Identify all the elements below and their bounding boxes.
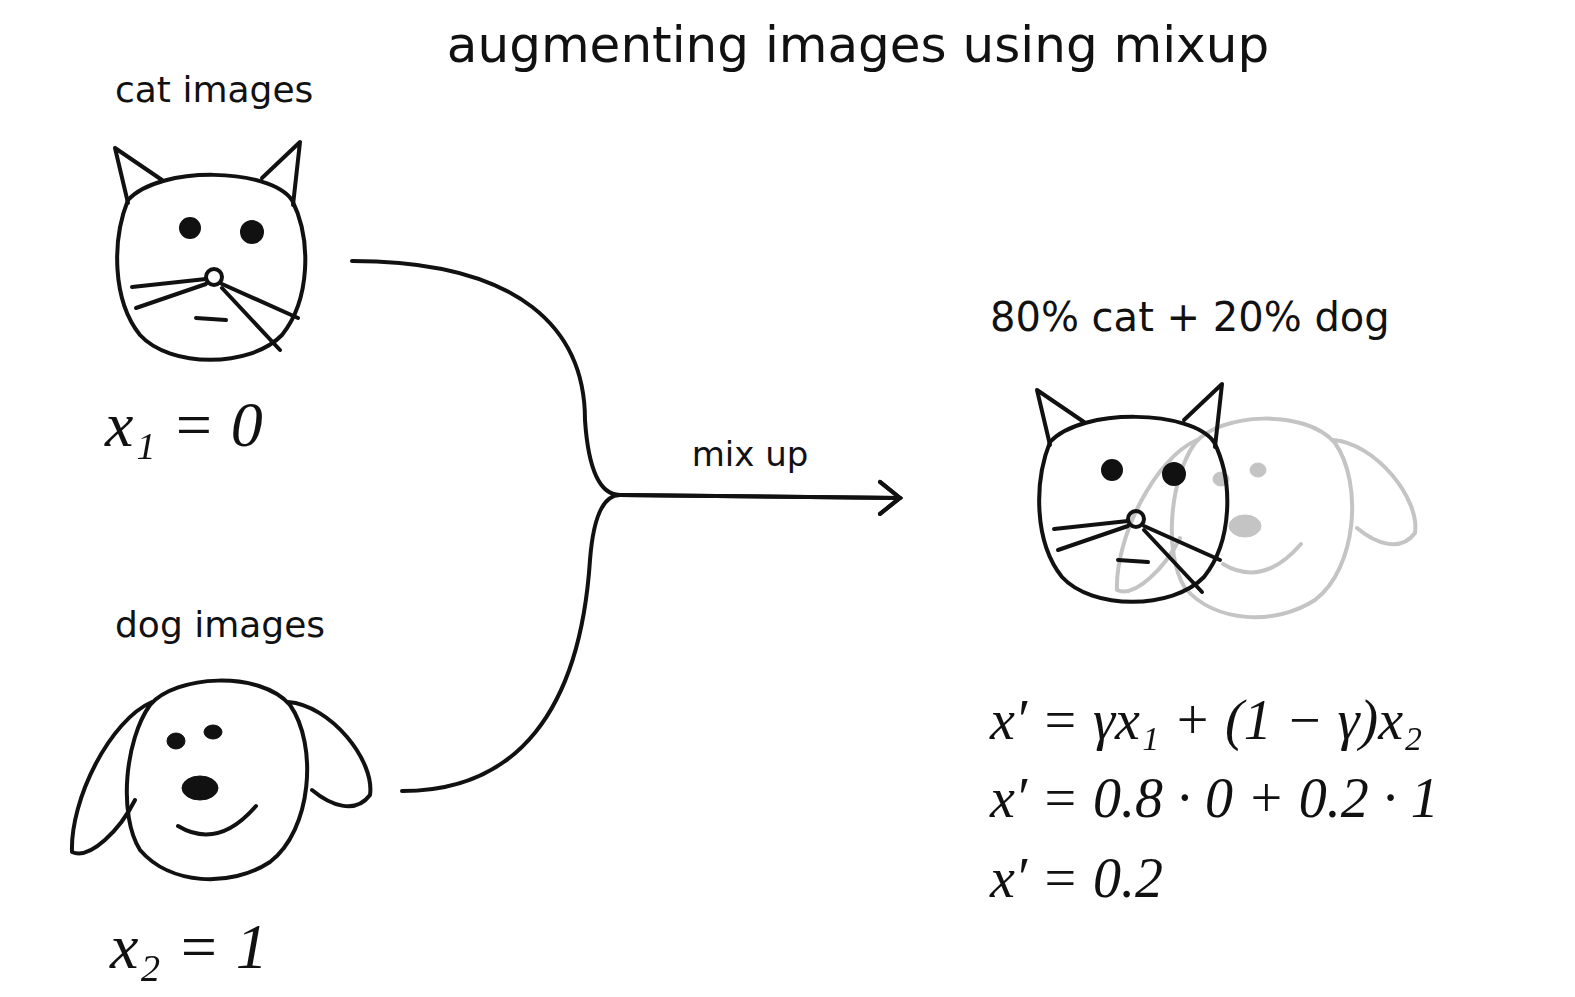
merge-arrow xyxy=(352,261,900,514)
dog-drawing xyxy=(72,681,370,880)
formula: x′ = 0.2 xyxy=(990,848,1163,910)
image-heading: cat images xyxy=(115,70,313,110)
value-label: x₂ = 1 xyxy=(110,912,268,982)
title: augmenting images using mixup xyxy=(447,18,1269,73)
formula: x′ = 0.8 · 0 + 0.2 · 1 xyxy=(990,768,1439,830)
image-group: dog images x₂ = 1 xyxy=(60,600,390,990)
image-group: 80% cat + 20% dog xyxy=(900,290,1420,620)
formula: x′ = γx₁ + (1 − γ)x₂ xyxy=(990,690,1423,752)
value-label: x₁ = 0 xyxy=(105,390,263,460)
edge-label: mix up xyxy=(690,436,811,473)
image-group: cat images x₁ = 0 xyxy=(95,60,340,470)
cat-drawing xyxy=(115,142,305,360)
mixed-cat xyxy=(1037,384,1227,602)
image-heading: dog images xyxy=(115,605,325,645)
faded-dog xyxy=(1117,419,1415,618)
merge-arrow xyxy=(402,482,900,791)
image-heading: 80% cat + 20% dog xyxy=(990,295,1390,339)
